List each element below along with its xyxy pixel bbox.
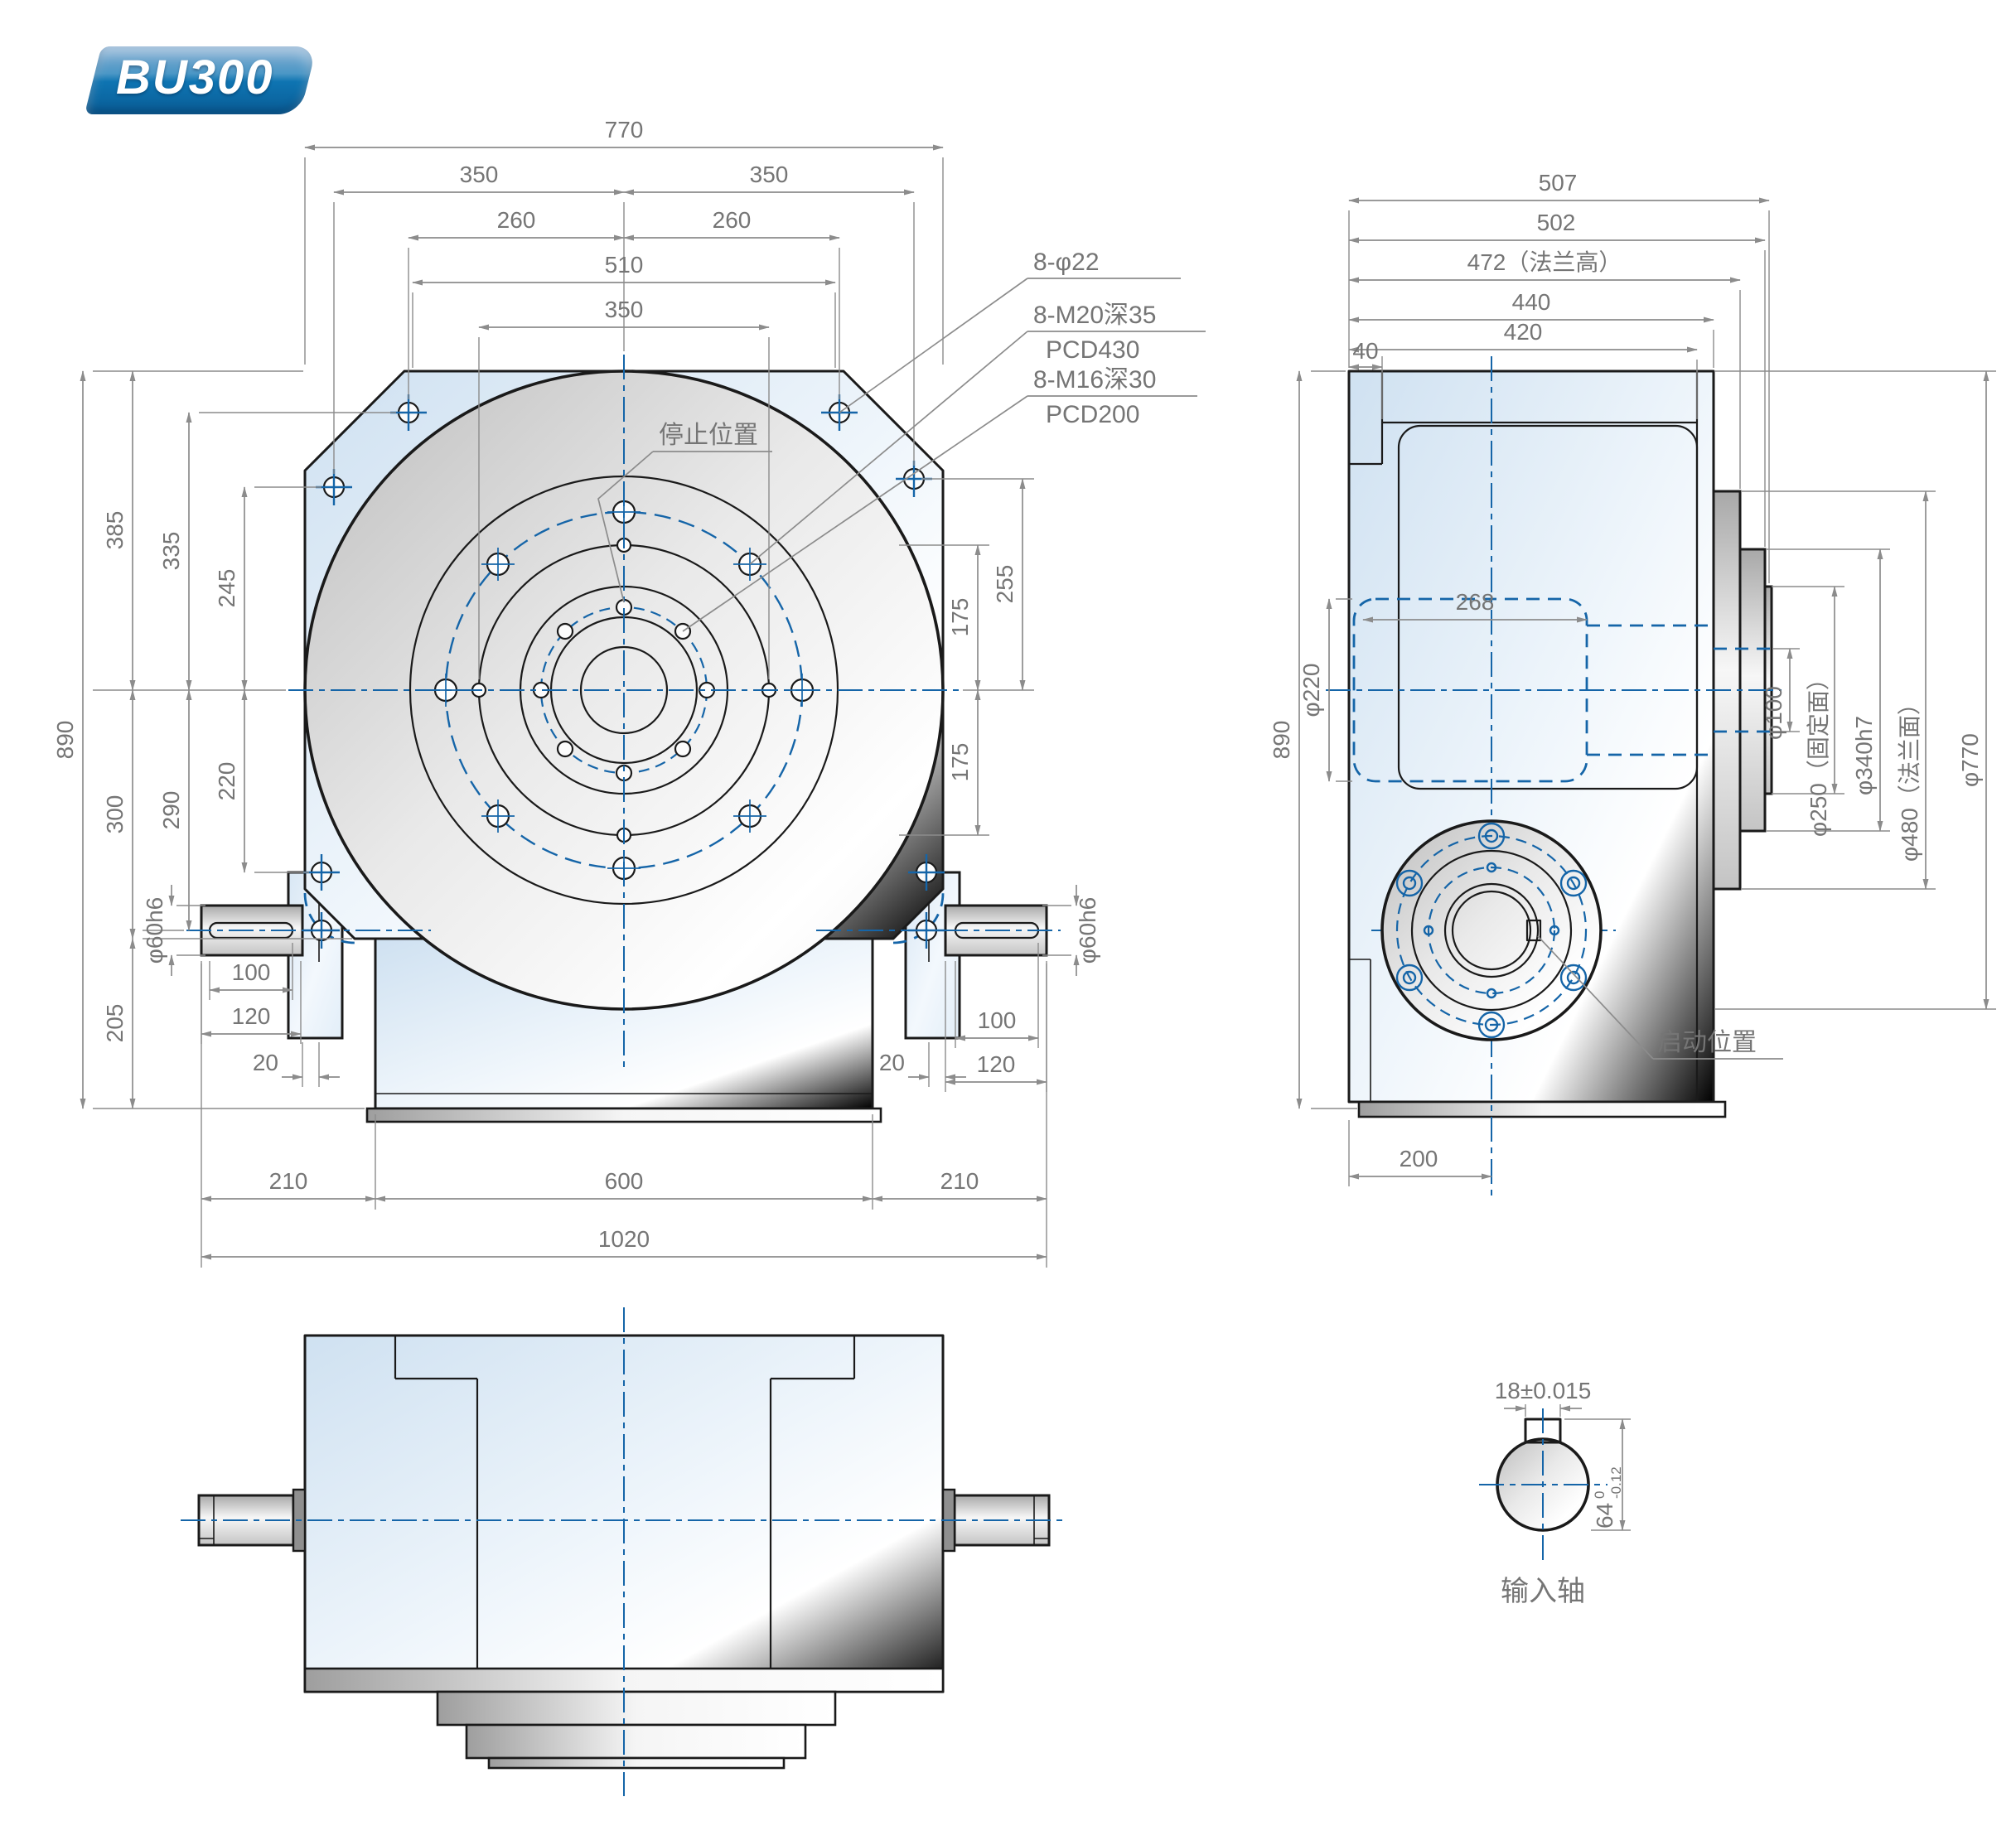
model-badge-label: BU300 <box>116 51 274 104</box>
input-shaft-flange <box>1380 819 1603 1041</box>
svg-text:-0.12: -0.12 <box>1608 1466 1624 1499</box>
dim-label: 770 <box>605 117 644 142</box>
front-dimensions: 770 350 350 260 260 510 350 890 385 300 <box>52 117 1100 1260</box>
bottom-centerlines <box>181 1307 1067 1796</box>
dim-label: 20 <box>879 1050 905 1075</box>
dim-label: 472（法兰高） <box>1467 249 1622 275</box>
model-badge: BU300 <box>85 46 317 114</box>
callout-m20: 8-M20深35 <box>1033 302 1156 329</box>
dim-label: 507 <box>1539 170 1578 196</box>
detail-dia-label: 64 0 -0.12 <box>1592 1466 1624 1529</box>
callout-stop-position: 停止位置 <box>659 422 758 449</box>
hidden-fillet-left <box>303 892 355 944</box>
dim-label: φ60h6 <box>142 897 167 964</box>
front-extension-lines <box>93 157 1071 1268</box>
pcd200-holes <box>532 598 716 782</box>
side-callouts: 启动位置 <box>1537 935 1783 1060</box>
dim-label: 210 <box>269 1168 308 1194</box>
dim-label: 20 <box>253 1050 278 1075</box>
dim-label: 1020 <box>598 1226 650 1252</box>
input-shaft-detail: 18±0.015 64 0 -0.12 输入轴 <box>1479 1378 1631 1607</box>
dim-label: 260 <box>497 207 536 233</box>
dim-label: 120 <box>977 1051 1016 1077</box>
dim-label: 440 <box>1512 289 1551 315</box>
side-view: 507 502 472（法兰高） 440 420 40 890 φ220 268… <box>1269 170 1996 1200</box>
dim-label: 175 <box>947 598 973 637</box>
dim-label: 200 <box>1400 1146 1438 1171</box>
callout-start-position: 启动位置 <box>1657 1029 1757 1056</box>
callout-corner-holes: 8-φ22 <box>1033 249 1100 276</box>
side-body-details <box>1349 371 1727 1118</box>
side-dimensions: 507 502 472（法兰高） 440 420 40 890 φ220 268… <box>1269 170 1989 1180</box>
dim-label: φ60h6 <box>1075 897 1100 964</box>
front-callouts: 8-φ22 8-M20深35 PCD430 8-M16深30 PCD200 停止… <box>597 249 1206 632</box>
dim-label: 18±0.015 <box>1495 1378 1592 1403</box>
hidden-fillet-right <box>892 892 945 944</box>
callout-m16: 8-M16深30 <box>1033 366 1156 394</box>
dim-label: 205 <box>102 1004 128 1043</box>
dim-label: 502 <box>1537 210 1576 235</box>
dim-label: 600 <box>605 1168 644 1194</box>
dim-label: 120 <box>232 1003 271 1029</box>
svg-text:0: 0 <box>1592 1491 1607 1499</box>
side-extension-lines <box>1311 210 1996 1186</box>
dim-label: 350 <box>605 297 644 322</box>
dim-label: 890 <box>1269 721 1294 760</box>
bottom-view <box>181 1307 1067 1796</box>
dim-label: 175 <box>947 743 973 782</box>
svg-text:64: 64 <box>1592 1503 1617 1529</box>
dim-label: 40 <box>1352 338 1378 364</box>
callout-m16-pcd: PCD200 <box>1046 401 1139 428</box>
dim-label: 255 <box>992 565 1018 604</box>
dim-label: φ250（固定面） <box>1806 667 1831 837</box>
dim-label: 210 <box>940 1168 979 1194</box>
dim-label: 300 <box>102 795 128 834</box>
bottom-flange-steps <box>436 1690 837 1770</box>
front-view: 770 350 350 260 260 510 350 890 385 300 <box>52 117 1206 1268</box>
dim-label: 510 <box>605 252 644 278</box>
dim-label: φ770 <box>1957 733 1983 787</box>
dim-label: φ340h7 <box>1851 716 1877 795</box>
dim-label: 335 <box>158 532 184 571</box>
dim-label: 385 <box>102 511 128 550</box>
dim-label: 350 <box>750 162 789 187</box>
dim-label: φ220 <box>1298 664 1324 717</box>
detail-title: 输入轴 <box>1501 1576 1585 1607</box>
front-centerlines <box>186 355 1061 1069</box>
callout-m20-pcd: PCD430 <box>1046 336 1139 364</box>
dim-label: 268 <box>1456 589 1495 615</box>
dim-label: 420 <box>1504 319 1543 345</box>
dim-label: 100 <box>232 959 271 985</box>
dim-label: φ100 <box>1761 686 1786 740</box>
dim-label: 290 <box>158 791 184 830</box>
dim-label: 245 <box>214 569 239 608</box>
dim-label: 350 <box>460 162 499 187</box>
detail-dimensions: 18±0.015 64 0 -0.12 <box>1495 1378 1631 1531</box>
dim-label: 260 <box>713 207 752 233</box>
dim-label: φ480（法兰面） <box>1897 692 1922 862</box>
dim-label: 220 <box>214 762 239 801</box>
dim-label: 100 <box>978 1007 1017 1033</box>
dim-label: 890 <box>52 721 78 760</box>
